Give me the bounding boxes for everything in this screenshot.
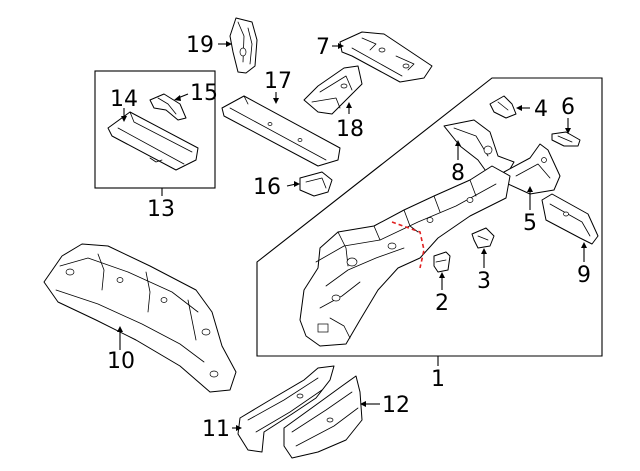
callout-18: 18	[336, 117, 364, 142]
part-3-bracket[interactable]	[471, 227, 495, 249]
part-15-bracket[interactable]	[149, 93, 187, 121]
callout-14: 14	[110, 87, 138, 112]
part-17-rail[interactable]	[221, 95, 341, 167]
cut-line-mark	[391, 221, 425, 269]
part-4-clip[interactable]	[489, 95, 517, 119]
callout-12: 12	[382, 393, 410, 418]
callout-numbers: 19 7 17 18 14 15 13 16 4 6 8 5 9 3 2 1 1…	[107, 33, 591, 442]
callout-9: 9	[577, 263, 591, 288]
callout-1: 1	[431, 367, 445, 392]
callout-8: 8	[451, 161, 465, 186]
callout-2: 2	[435, 291, 449, 316]
callout-19: 19	[186, 33, 214, 58]
part-12-rail-section[interactable]	[283, 375, 363, 459]
callout-3: 3	[477, 269, 491, 294]
part-16-bracket[interactable]	[299, 171, 333, 197]
callout-6: 6	[561, 95, 575, 120]
part-7-panel[interactable]	[339, 31, 433, 83]
leader-lines	[117, 41, 587, 431]
callout-15: 15	[190, 81, 218, 106]
part-1-frame-rail[interactable]	[299, 165, 511, 347]
callout-11: 11	[202, 417, 230, 442]
part-2-block[interactable]	[433, 251, 451, 273]
callout-10: 10	[107, 349, 135, 374]
callout-16: 16	[253, 175, 281, 200]
part-5-support[interactable]	[503, 143, 561, 195]
part-9-plate[interactable]	[541, 193, 599, 245]
callout-17: 17	[264, 69, 292, 94]
main-assembly-frame	[256, 77, 603, 357]
callout-5: 5	[523, 211, 537, 236]
part-6-bracket[interactable]	[551, 131, 581, 147]
sub-assembly-13-frame	[94, 70, 216, 189]
callout-13: 13	[147, 197, 175, 222]
part-14-channel[interactable]	[107, 111, 199, 171]
part-10-floor-member[interactable]	[43, 243, 237, 393]
callout-7: 7	[316, 35, 330, 60]
part-11-rail-section[interactable]	[237, 365, 335, 453]
part-19-bracket[interactable]	[229, 17, 258, 74]
callout-4: 4	[534, 97, 548, 122]
part-18-bracket[interactable]	[303, 65, 363, 115]
